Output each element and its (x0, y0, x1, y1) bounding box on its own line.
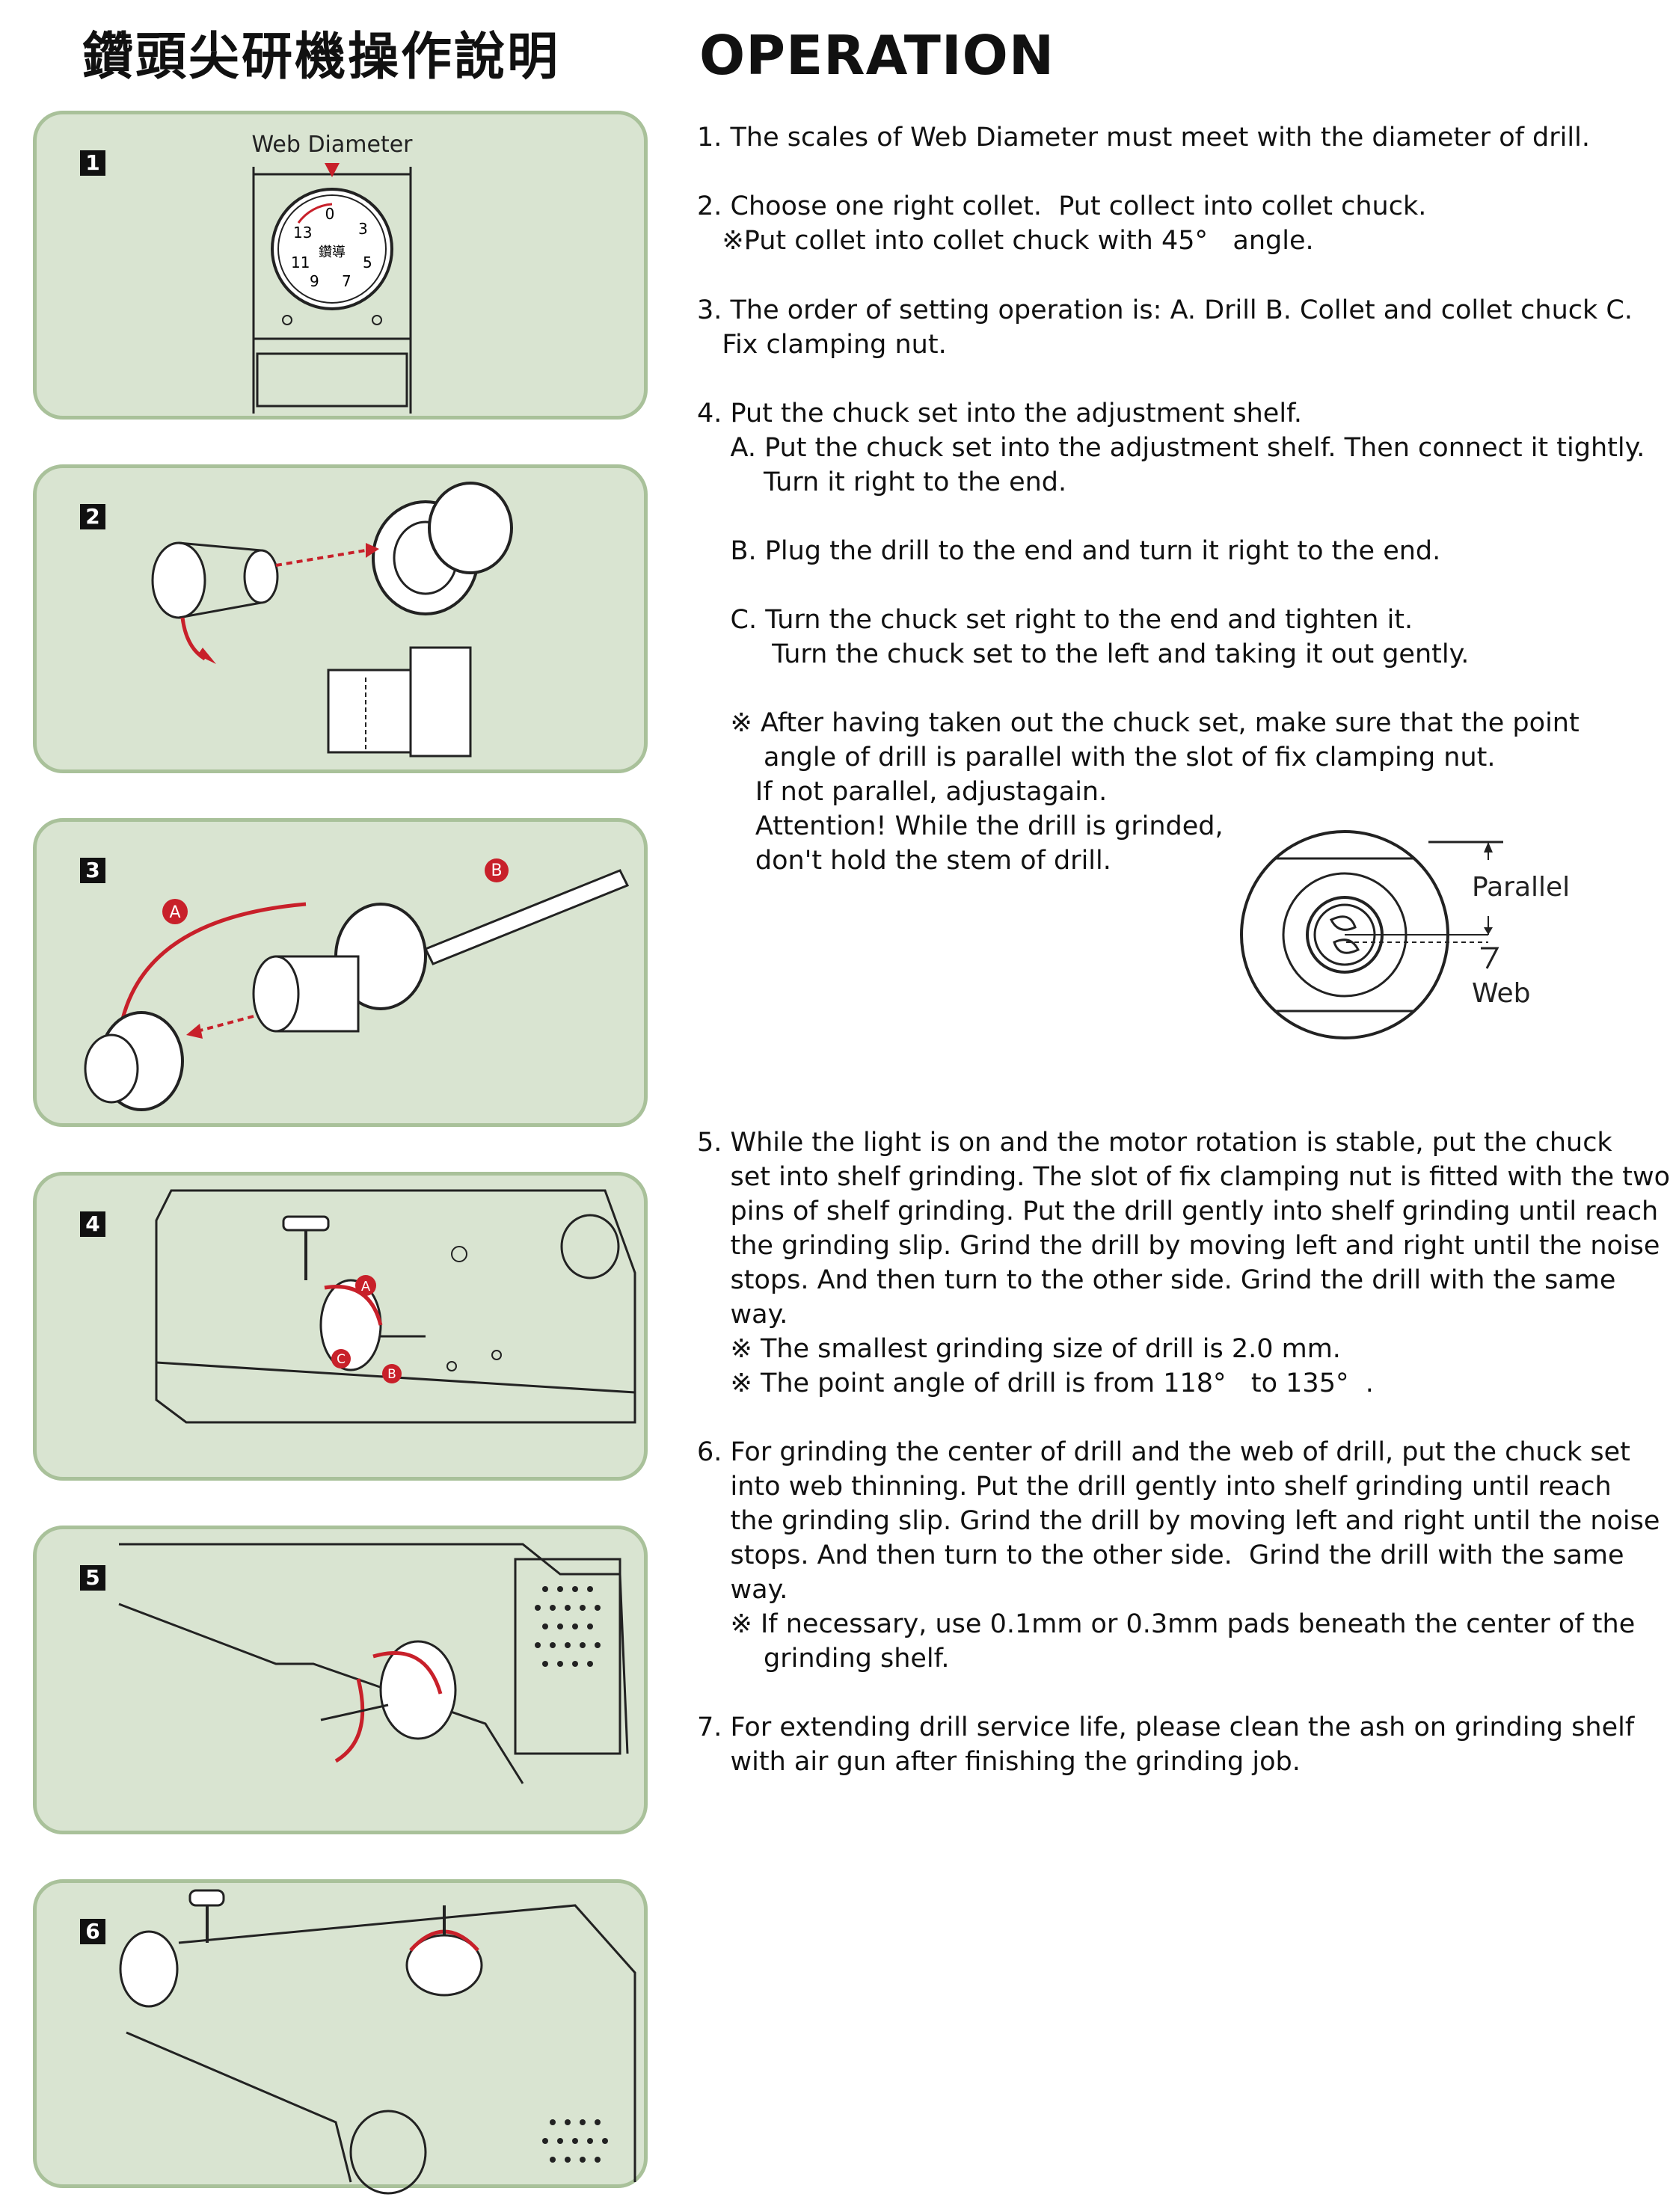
instruction-line: Turn it right to the end. (697, 467, 1067, 497)
instruction-line: Turn the chuck set to the left and takin… (697, 639, 1470, 669)
instruction-line: the grinding slip. Grind the drill by mo… (697, 1506, 1660, 1536)
instruction-line: way. (697, 1300, 788, 1330)
instruction-line: angle of drill is parallel with the slot… (697, 743, 1496, 772)
instruction-line: stops. And then turn to the other side. … (697, 1540, 1624, 1570)
instruction-line: with air gun after finishing the grindin… (697, 1747, 1301, 1777)
instruction-line: If not parallel, adjustagain. (697, 777, 1108, 807)
instruction-line: pins of shelf grinding. Put the drill ge… (697, 1196, 1659, 1226)
instruction-line: ※ If necessary, use 0.1mm or 0.3mm pads … (697, 1609, 1636, 1639)
instruction-line: A. Put the chuck set into the adjustment… (697, 433, 1645, 463)
page-title-operation: OPERATION (699, 24, 1055, 87)
step-number-badge: 3 (80, 858, 105, 883)
step-number-badge: 1 (80, 150, 105, 176)
svg-text:B: B (491, 861, 502, 880)
step-panel-4: 4 A B C (33, 1172, 648, 1481)
chuck-assembly-illustration: A B (84, 858, 630, 1111)
step-panel-6: 6 (33, 1879, 648, 2195)
step-panel-2: 2 (33, 464, 648, 773)
page-title-chinese: 鑽頭尖研機操作說明 (82, 28, 561, 87)
chuck-on-shelf-illustration: A B C (155, 1189, 636, 1424)
svg-text:13: 13 (293, 224, 312, 242)
step-number-badge: 6 (80, 1919, 105, 1944)
instruction-line: into web thinning. Put the drill gently … (697, 1472, 1612, 1502)
instruction-line: 7. For extending drill service life, ple… (697, 1712, 1635, 1742)
step-panel-1: 1 Web Diameter 0 3 5 7 9 11 13 鑽導 (33, 111, 648, 420)
svg-text:Parallel: Parallel (1472, 872, 1570, 903)
instruction-line: 1. The scales of Web Diameter must meet … (697, 123, 1590, 153)
svg-text:7: 7 (342, 272, 352, 290)
step-number-badge: 5 (80, 1565, 105, 1591)
svg-text:C: C (337, 1352, 346, 1367)
instruction-line: way. (697, 1575, 788, 1605)
step-panel-5: 5 (33, 1526, 648, 1834)
instruction-line: 3. The order of setting operation is: A.… (697, 295, 1633, 325)
instruction-line: ※ The point angle of drill is from 118° … (697, 1368, 1374, 1398)
svg-text:A: A (361, 1279, 371, 1294)
instruction-line: stops. And then turn to the other side. … (697, 1265, 1616, 1295)
instruction-line: the grinding slip. Grind the drill by mo… (697, 1231, 1660, 1261)
step-panel-3: 3 A B (33, 818, 648, 1127)
svg-text:A: A (169, 903, 180, 922)
instruction-line: Attention! While the drill is grinded, (697, 811, 1224, 841)
collet-insertion-illustration (151, 482, 513, 758)
svg-text:5: 5 (363, 254, 372, 271)
svg-text:B: B (387, 1367, 396, 1382)
svg-text:0: 0 (325, 205, 335, 223)
instruction-line: 5. While the light is on and the motor r… (697, 1128, 1612, 1158)
instruction-line: Fix clamping nut. (697, 330, 947, 360)
step-number-badge: 4 (80, 1211, 105, 1237)
instruction-line: 6. For grinding the center of drill and … (697, 1437, 1630, 1467)
step-number-badge: 2 (80, 504, 105, 529)
parallel-web-diagram: Parallel Web (1240, 830, 1570, 1039)
svg-text:9: 9 (310, 272, 319, 290)
instruction-line: ※Put collet into collet chuck with 45° a… (697, 226, 1314, 256)
svg-text:11: 11 (291, 254, 310, 271)
grinding-shelf-illustration (119, 1889, 636, 2195)
instruction-line: B. Plug the drill to the end and turn it… (697, 536, 1441, 566)
instruction-line: 2. Choose one right collet. Put collect … (697, 191, 1427, 221)
svg-text:3: 3 (358, 220, 368, 238)
instruction-line: grinding shelf. (697, 1644, 950, 1674)
instruction-line: ※ The smallest grinding size of drill is… (697, 1334, 1341, 1364)
svg-text:鑽導: 鑽導 (319, 245, 346, 260)
web-diameter-dial-illustration: Web Diameter 0 3 5 7 9 11 13 鑽導 (252, 132, 414, 414)
instruction-line: 4. Put the chuck set into the adjustment… (697, 399, 1302, 428)
web-thinning-illustration (118, 1543, 629, 1784)
svg-text:Web: Web (1472, 978, 1531, 1009)
instruction-line: ※ After having taken out the chuck set, … (697, 708, 1580, 738)
instruction-line: set into shelf grinding. The slot of fix… (697, 1162, 1670, 1192)
instruction-line: don't hold the stem of drill. (697, 846, 1111, 876)
instruction-line: C. Turn the chuck set right to the end a… (697, 605, 1413, 635)
svg-text:Web Diameter: Web Diameter (252, 132, 414, 158)
